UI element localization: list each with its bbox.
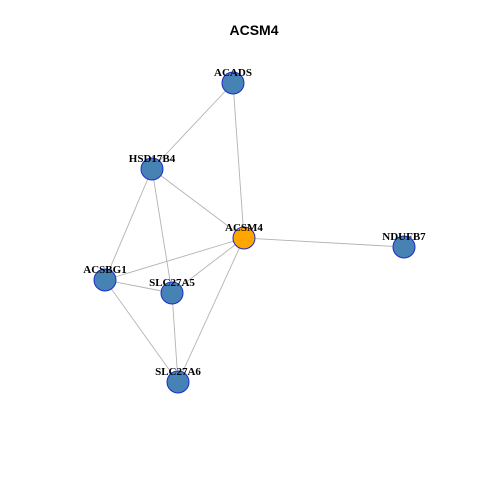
edge-acads-hsd17b4 (151, 82, 234, 170)
node-label-acads: ACADS (214, 67, 252, 79)
edge-hsd17b4-acsbg1 (104, 168, 153, 281)
node-label-acsm4: ACSM4 (225, 222, 263, 234)
node-label-ndufb7: NDUFB7 (382, 231, 426, 243)
edge-hsd17b4-acsm4 (151, 168, 245, 239)
graph-title: ACSM4 (229, 22, 278, 38)
edge-acads-acsm4 (232, 82, 245, 239)
edge-acsm4-slc27a5 (171, 237, 245, 294)
node-hsd17b4 (140, 157, 164, 181)
node-slc27a6 (166, 370, 190, 394)
node-acsbg1 (93, 268, 117, 292)
nodes-layer (93, 71, 416, 394)
labels-layer: ACADS HSD17B4ACSM4NDUFB7ACSBG1SLC27A5SLC2… (83, 67, 426, 378)
node-slc27a5 (160, 281, 184, 305)
node-acads (221, 71, 245, 95)
node-label-slc27a5: SLC27A5 (149, 277, 195, 289)
node-label-acsbg1: ACSBG1 (83, 264, 126, 276)
node-label-hsd17b4: HSD17B4 (129, 153, 176, 165)
node-ndufb7 (392, 235, 416, 259)
edge-acsbg1-slc27a6 (104, 279, 179, 383)
node-label-slc27a6: SLC27A6 (155, 366, 201, 378)
edge-acsm4-slc27a6 (177, 237, 245, 383)
edges-layer (104, 82, 405, 383)
edge-hsd17b4-slc27a5 (151, 168, 173, 294)
edge-slc27a5-slc27a6 (171, 292, 179, 383)
edge-acsm4-acsbg1 (104, 237, 245, 281)
edge-acsm4-ndufb7 (243, 237, 405, 248)
node-acsm4 (232, 226, 256, 250)
